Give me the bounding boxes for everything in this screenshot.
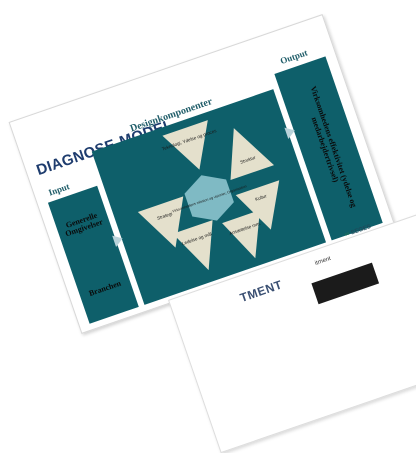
component-triangle-employment xyxy=(222,210,260,259)
component-label-structure: Struktur xyxy=(239,155,256,165)
next-slide-title: TMENT xyxy=(238,277,285,305)
center-hexagon xyxy=(184,175,234,221)
component-triangle-leadership xyxy=(172,220,213,271)
component-label-strategy: Strategi xyxy=(156,211,173,221)
component-triangle-culture xyxy=(235,180,280,230)
next-slide-image xyxy=(311,262,380,305)
input-general-environment: Generelle Omgivelser xyxy=(64,210,105,239)
next-slide-subtitle: itment xyxy=(314,255,332,267)
component-triangle-structure xyxy=(230,128,275,181)
diagnose-model-slide: DIAGNOSE-MODEL Designkomponenter Output … xyxy=(8,14,396,334)
component-triangle-technology xyxy=(162,120,208,170)
component-triangle-strategy xyxy=(137,196,184,248)
design-components-diagram: Teknologi, Ydelse og proces Struktur Str… xyxy=(137,120,280,271)
component-label-culture: Kultur xyxy=(254,193,267,202)
input-industry: Branchen xyxy=(87,278,123,299)
